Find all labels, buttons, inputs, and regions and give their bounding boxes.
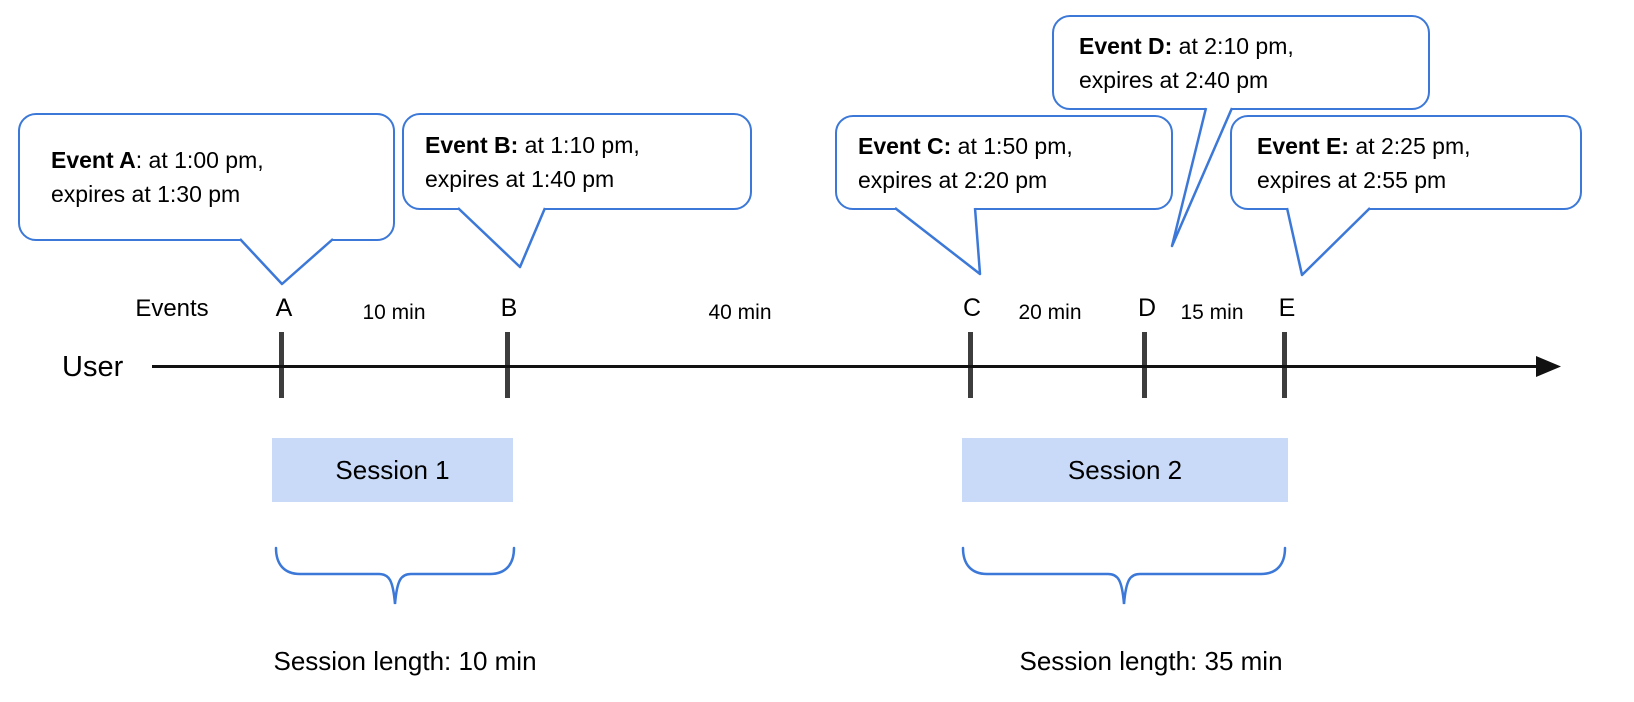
timeline-arrowhead-icon — [1536, 356, 1561, 377]
event-c-text: Event C: at 1:50 pm, expires at 2:20 pm — [858, 129, 1161, 197]
tick-mark-e — [1282, 332, 1287, 398]
bubble-tail-e — [1285, 207, 1371, 277]
tick-mark-a — [279, 332, 284, 398]
bubble-tail-c — [894, 207, 982, 276]
event-e-text: Event E: at 2:25 pm, expires at 2:55 pm — [1257, 129, 1570, 197]
interval-label-a-b: 10 min — [362, 301, 426, 324]
event-e-callout: Event E: at 2:25 pm, expires at 2:55 pm — [1230, 115, 1582, 210]
session-2-bar: Session 2 — [962, 438, 1288, 502]
events-axis-label: Events — [135, 295, 209, 322]
interval-label-b-c: 40 min — [708, 301, 772, 324]
event-e-title: Event E: — [1257, 132, 1350, 159]
session-1-label: Session 1 — [335, 454, 450, 485]
interval-label-c-d: 20 min — [1018, 301, 1082, 324]
event-letter-e: E — [1278, 294, 1296, 322]
event-b-callout: Event B: at 1:10 pm, expires at 1:40 pm — [402, 113, 752, 210]
event-b-text: Event B: at 1:10 pm, expires at 1:40 pm — [425, 128, 740, 196]
user-axis-label: User — [62, 351, 124, 383]
interval-label-d-e: 15 min — [1180, 301, 1244, 324]
event-e-details: at 2:25 pm, expires at 2:55 pm — [1257, 132, 1471, 193]
session-2-brace-icon — [961, 546, 1287, 605]
tick-mark-b — [505, 332, 510, 398]
event-b-details: at 1:10 pm, expires at 1:40 pm — [425, 131, 640, 192]
event-c-title: Event C: — [858, 132, 952, 159]
session-1-bar: Session 1 — [272, 438, 513, 502]
event-d-title: Event D: — [1079, 32, 1173, 59]
session-1-brace-icon — [274, 546, 516, 605]
event-d-callout: Event D: at 2:10 pm, expires at 2:40 pm — [1052, 15, 1430, 110]
event-a-details: : at 1:00 pm, expires at 1:30 pm — [51, 147, 264, 207]
session-1-length-caption: Session length: 10 min — [273, 646, 537, 676]
session-2-length-caption: Session length: 35 min — [1019, 646, 1283, 676]
event-c-details: at 1:50 pm, expires at 2:20 pm — [858, 132, 1073, 193]
bubble-tail-a — [239, 238, 334, 286]
tick-mark-c — [968, 332, 973, 398]
event-c-callout: Event C: at 1:50 pm, expires at 2:20 pm — [835, 115, 1173, 210]
event-a-callout: Event A: at 1:00 pm, expires at 1:30 pm — [18, 113, 395, 241]
bubble-tail-d — [1170, 107, 1234, 248]
event-b-title: Event B: — [425, 131, 519, 158]
event-d-details: at 2:10 pm, expires at 2:40 pm — [1079, 32, 1294, 93]
tick-mark-d — [1142, 332, 1147, 398]
bubble-tail-b — [457, 207, 547, 269]
event-a-title: Event A — [51, 147, 136, 173]
event-d-text: Event D: at 2:10 pm, expires at 2:40 pm — [1079, 29, 1418, 97]
event-letter-a: A — [275, 294, 293, 322]
event-letter-b: B — [500, 294, 518, 322]
event-letter-c: C — [962, 294, 982, 322]
event-a-text: Event A: at 1:00 pm, expires at 1:30 pm — [51, 143, 383, 211]
event-letter-d: D — [1137, 294, 1157, 322]
session-2-label: Session 2 — [1067, 454, 1183, 485]
